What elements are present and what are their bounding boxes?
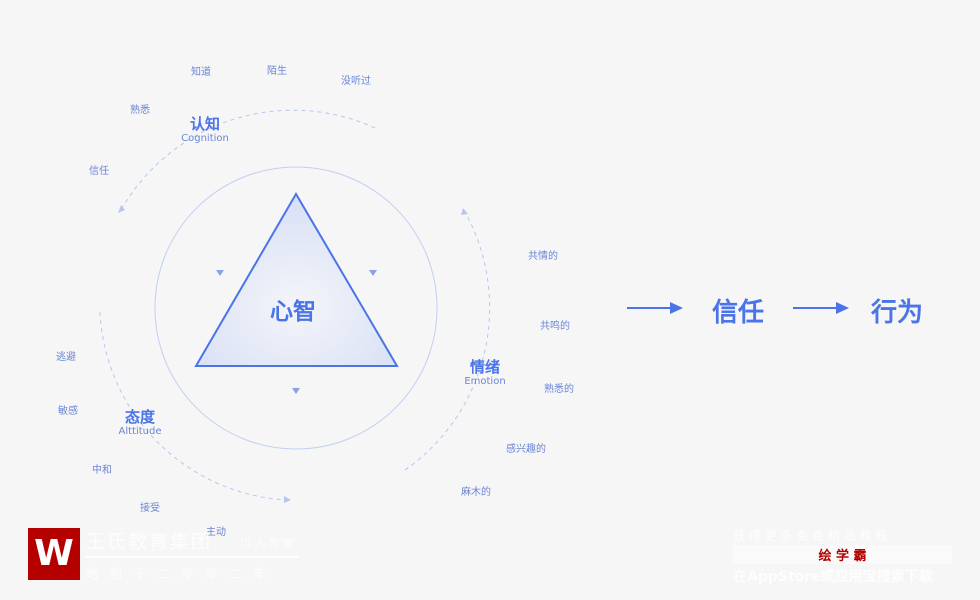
- arrow-head-icon: [836, 302, 849, 314]
- watermark-name: 王氏教育集团: [86, 531, 213, 553]
- list-item: 共鸣的: [540, 321, 570, 332]
- arrow-head-icon: [670, 302, 683, 314]
- triangle-marker: [369, 270, 377, 276]
- attitude-arc: [99, 311, 288, 501]
- brand-logo: W: [28, 528, 80, 580]
- list-item: 主动: [206, 527, 226, 538]
- flow-behavior: 行为: [871, 298, 924, 328]
- triangle-marker: [292, 388, 300, 394]
- watermark-promo: 获 得 更 多 免 费 精 品 教 程: [733, 529, 888, 543]
- list-item: 逃避: [56, 352, 76, 363]
- arrow-head-icon: [118, 205, 125, 213]
- list-item: 信任: [89, 166, 109, 177]
- watermark-divider: [86, 556, 298, 558]
- flow-trust: 信任: [712, 298, 765, 328]
- list-item: 共情的: [528, 251, 558, 262]
- list-item: 陌生: [267, 66, 287, 77]
- triangle-marker: [216, 270, 224, 276]
- arrow-head-icon: [461, 208, 468, 215]
- list-item: 接受: [140, 503, 160, 514]
- arrow-head-icon: [284, 496, 291, 503]
- outer-circle: [154, 166, 438, 450]
- list-item: 敏感: [58, 406, 78, 417]
- watermark-brand-bar: 绘 学 霸: [733, 545, 952, 564]
- watermark-slogan: 以人为本: [240, 536, 297, 550]
- cognition-arc: [120, 109, 376, 211]
- list-item: 熟悉的: [544, 384, 574, 395]
- watermark-brand: 绘 学 霸: [818, 549, 867, 564]
- watermark-download: 在AppStore或应用宝搜索下载: [733, 569, 933, 585]
- list-item: 熟悉: [130, 105, 150, 116]
- mind-triangle: [194, 192, 399, 367]
- emotion-arc: [404, 211, 491, 471]
- list-item: 知道: [191, 67, 211, 78]
- watermark-since: 始 创 于 二 零 零 二 年: [86, 567, 269, 581]
- list-item: 没听过: [341, 76, 371, 87]
- center-label: 心智: [270, 299, 316, 325]
- list-item: 感兴趣的: [506, 444, 546, 455]
- list-item: 中和: [92, 465, 112, 476]
- list-item: 麻木的: [461, 487, 491, 498]
